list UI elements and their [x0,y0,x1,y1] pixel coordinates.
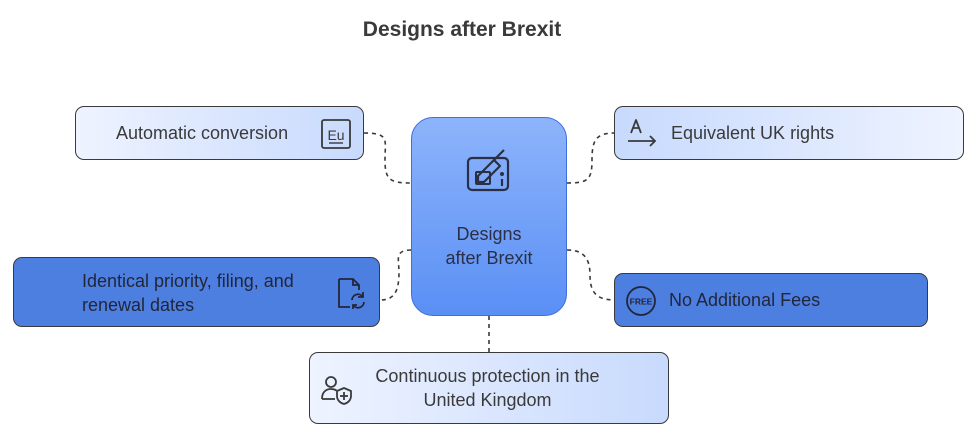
eu-icon: Eu [320,118,352,155]
node-identical-dates-label: Identical priority, filing, and renewal … [82,269,294,317]
node-equivalent-uk-rights-label: Equivalent UK rights [671,123,835,143]
node-continuous-protection-line2: United Kingdom [423,390,552,410]
center-label: Designs after Brexit [412,222,566,270]
node-continuous-protection: Continuous protection in the United King… [309,352,669,424]
connector-identical [379,249,412,301]
node-identical-dates-line2: renewal dates [82,295,195,315]
design-tablet-icon [464,146,516,198]
node-no-additional-fees: FREE No Additional Fees [614,273,928,327]
document-refresh-icon [334,276,368,315]
center-node: Designs after Brexit [411,117,567,316]
svg-text:Eu: Eu [327,127,344,143]
node-identical-dates-line1: Identical priority, filing, and [82,271,294,291]
connector-equivalent [566,132,616,184]
node-continuous-protection-label: Continuous protection in the United King… [360,364,615,412]
user-shield-icon [320,373,354,410]
center-label-line1: Designs [456,224,522,244]
connector-nofees [566,249,616,301]
node-continuous-protection-line1: Continuous protection in the [375,366,600,386]
node-identical-dates: Identical priority, filing, and renewal … [13,257,380,327]
translate-arrow-icon [625,117,659,154]
free-badge-icon: FREE [625,285,657,322]
diagram-title: Designs after Brexit [362,18,562,41]
node-automatic-conversion: Automatic conversion Eu [75,106,364,160]
node-equivalent-uk-rights: Equivalent UK rights [614,106,964,160]
center-label-line2: after Brexit [445,248,533,268]
node-no-additional-fees-label: No Additional Fees [669,290,821,310]
svg-text:FREE: FREE [630,297,653,307]
node-automatic-conversion-label: Automatic conversion [116,123,289,143]
connector-automatic [363,132,412,184]
